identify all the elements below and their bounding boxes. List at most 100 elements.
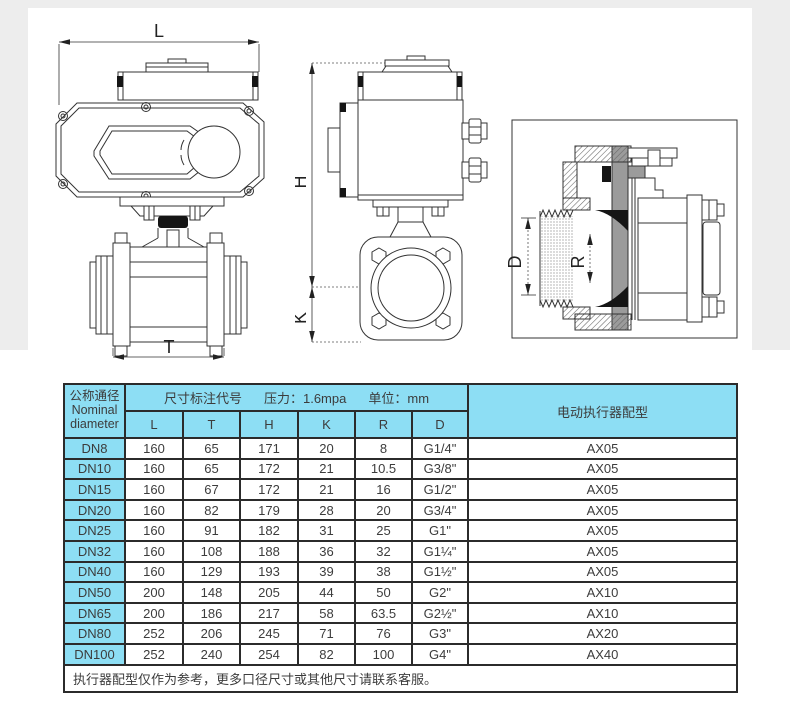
header-col-T: T — [184, 412, 239, 437]
dimension-D: D — [505, 217, 536, 296]
svg-text:K: K — [295, 312, 310, 324]
cell-h: 172 — [241, 459, 297, 479]
cell-t: 129 — [184, 562, 239, 582]
cell-t: 91 — [184, 521, 239, 540]
cell-r: 63.5 — [356, 603, 411, 623]
cell-k: 39 — [299, 562, 354, 582]
cell-t: 108 — [184, 541, 239, 561]
cell-d: G1/2" — [413, 480, 467, 499]
cell-t: 206 — [184, 624, 239, 643]
cell-ax: AX05 — [469, 541, 736, 561]
cell-r: 16 — [356, 480, 411, 499]
header-unit: 单位：mm — [368, 391, 430, 406]
cell-r: 8 — [356, 439, 411, 458]
header-pressure: 压力：1.6mpa — [263, 391, 347, 406]
cell-k: 21 — [299, 480, 354, 499]
cell-d: G3/4" — [413, 500, 467, 520]
cable-gland — [461, 157, 488, 183]
cell-l: 160 — [126, 541, 182, 561]
cell-d: G1¼" — [413, 541, 467, 561]
row-dn: DN10 — [65, 459, 124, 479]
cell-l: 160 — [126, 521, 182, 540]
header-dim-info: 尺寸标注代号 压力：1.6mpa 单位：mm — [126, 385, 467, 410]
cell-k: 28 — [299, 500, 354, 520]
cell-l: 160 — [126, 480, 182, 499]
cell-l: 200 — [126, 583, 182, 602]
cell-ax: AX05 — [469, 500, 736, 520]
cell-d: G3/8" — [413, 459, 467, 479]
svg-text:R: R — [568, 256, 588, 269]
side-view-drawing: H K — [295, 55, 488, 343]
cell-h: 217 — [241, 603, 297, 623]
cell-r: 25 — [356, 521, 411, 540]
cell-r: 50 — [356, 583, 411, 602]
section-view-drawing: D R — [505, 119, 738, 339]
cell-k: 36 — [299, 541, 354, 561]
cell-k: 82 — [299, 644, 354, 664]
cell-l: 252 — [126, 644, 182, 664]
cell-l: 160 — [126, 459, 182, 479]
section-frame — [511, 119, 738, 339]
dimension-L: L — [58, 21, 260, 105]
page-margin-left — [0, 0, 28, 350]
header-col-H: H — [241, 412, 297, 437]
cell-t: 240 — [184, 644, 239, 664]
header-col-L: L — [126, 412, 182, 437]
row-dn: DN40 — [65, 562, 124, 582]
cell-r: 20 — [356, 500, 411, 520]
cell-h: 254 — [241, 644, 297, 664]
union-nut-section — [562, 145, 632, 331]
front-view-drawing: L — [55, 21, 265, 360]
dimension-R: R — [568, 234, 593, 283]
row-dn: DN20 — [65, 500, 124, 520]
row-dn: DN50 — [65, 583, 124, 602]
cell-d: G4" — [413, 644, 467, 664]
cell-h: 182 — [241, 521, 297, 540]
row-dn: DN65 — [65, 603, 124, 623]
dimension-K: K — [295, 287, 361, 343]
valve-flange — [359, 236, 463, 341]
cell-r: 100 — [356, 644, 411, 664]
cell-r: 32 — [356, 541, 411, 561]
valve-body-section — [627, 147, 725, 323]
cell-k: 31 — [299, 521, 354, 540]
cell-ax: AX05 — [469, 480, 736, 499]
cell-t: 82 — [184, 500, 239, 520]
cell-k: 21 — [299, 459, 354, 479]
row-dn: DN80 — [65, 624, 124, 643]
cell-ax: AX20 — [469, 624, 736, 643]
cell-ax: AX05 — [469, 459, 736, 479]
header-col-K: K — [299, 412, 354, 437]
svg-text:L: L — [154, 21, 164, 41]
cell-h: 193 — [241, 562, 297, 582]
cell-r: 76 — [356, 624, 411, 643]
header-actuator-model: 电动执行器配型 — [469, 385, 736, 437]
row-dn: DN8 — [65, 439, 124, 458]
actuator-side — [327, 55, 488, 238]
valve-front — [89, 228, 248, 357]
page-margin-top — [0, 0, 790, 8]
cell-ax: AX05 — [469, 562, 736, 582]
page-margin-right — [752, 0, 790, 350]
cell-d: G1" — [413, 521, 467, 540]
cell-r: 10.5 — [356, 459, 411, 479]
cell-t: 65 — [184, 459, 239, 479]
row-dn: DN100 — [65, 644, 124, 664]
cell-t: 65 — [184, 439, 239, 458]
cell-d: G2" — [413, 583, 467, 602]
row-dn: DN32 — [65, 541, 124, 561]
row-dn: DN15 — [65, 480, 124, 499]
cell-l: 160 — [126, 439, 182, 458]
cell-h: 179 — [241, 500, 297, 520]
header-col-R: R — [356, 412, 411, 437]
cell-t: 148 — [184, 583, 239, 602]
dimension-T: T — [112, 337, 225, 360]
cell-k: 20 — [299, 439, 354, 458]
cell-h: 172 — [241, 480, 297, 499]
cell-t: 186 — [184, 603, 239, 623]
svg-text:D: D — [505, 256, 525, 269]
cell-r: 38 — [356, 562, 411, 582]
svg-text:H: H — [295, 176, 310, 189]
